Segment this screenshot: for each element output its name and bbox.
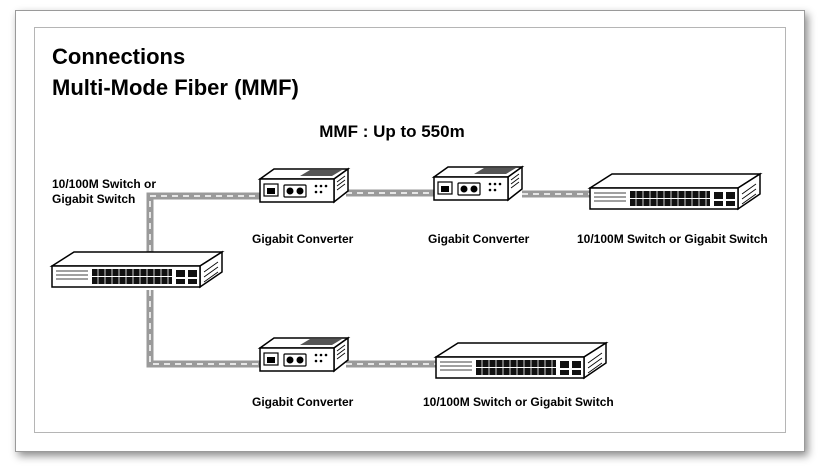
subtitle-mmf-range: MMF : Up to 550m: [319, 122, 465, 141]
top-converter-2-device: [433, 166, 523, 201]
bottom-switch-device: [435, 342, 607, 379]
bottom-converter-label: Gigabit Converter: [252, 395, 354, 409]
title-line-2: Multi-Mode Fiber (MMF): [52, 75, 299, 100]
main-switch-label-2: Gigabit Switch: [52, 192, 136, 206]
bottom-switch-label: 10/100M Switch or Gigabit Switch: [423, 395, 614, 409]
top-converter-1-device: [259, 168, 349, 203]
top-converter-2-label: Gigabit Converter: [428, 232, 530, 246]
cable-network: [146, 189, 592, 368]
main-switch-device: [51, 251, 223, 288]
top-switch-label: 10/100M Switch or Gigabit Switch: [577, 232, 768, 246]
top-switch-device: [589, 173, 761, 210]
top-converter-1-label: Gigabit Converter: [252, 232, 354, 246]
bottom-converter-device: [259, 337, 349, 372]
title-line-1: Connections: [52, 44, 186, 69]
main-switch-label-1: 10/100M Switch or: [52, 177, 157, 191]
